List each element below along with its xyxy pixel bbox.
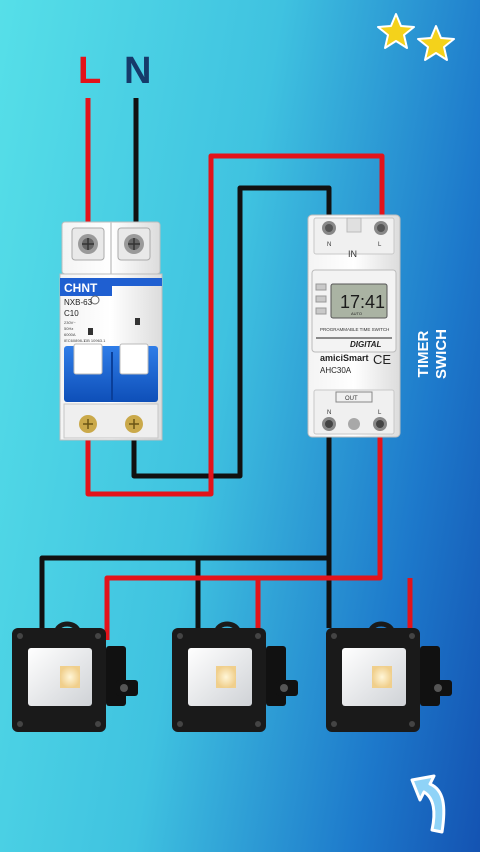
circuit-breaker: CHNT NXB-63 C10 230V~ 50Hz 6000A IEC6089… (59, 221, 163, 441)
rating-stars (377, 13, 455, 61)
timer-out-l: L (378, 410, 382, 416)
timer-terminal-n: N (327, 242, 331, 248)
live-label: L (78, 50, 102, 92)
breaker-brand: CHNT (64, 281, 98, 295)
live-wire-timer-out (104, 425, 383, 640)
star-icon (417, 25, 455, 61)
timer-out-n: N (327, 410, 331, 416)
neutral-wires (39, 98, 332, 628)
breaker-spec-1: 230V~ (64, 320, 76, 325)
timer-title-line1: TIMER (415, 330, 432, 378)
breaker-spec-4: IEC60898-1 (64, 338, 86, 343)
timer-model: AHC30A (320, 366, 352, 375)
star-icon (377, 13, 415, 49)
neutral-wire-breaker-to-timer (131, 185, 332, 479)
floodlight-2 (172, 621, 298, 732)
breaker-spec-2: 50Hz (64, 326, 73, 331)
timer-display-mode: AUTO (351, 311, 362, 316)
timer-brand: amiciSmart (320, 353, 369, 363)
back-arrow-icon[interactable] (410, 774, 446, 834)
timer-out-label: OUT (345, 396, 358, 402)
timer-display-time: 17:41 (340, 292, 385, 312)
timer-switch-title: TIMER SWICH (415, 309, 451, 399)
floodlight-1 (12, 621, 138, 732)
neutral-wire-timer-out (39, 425, 332, 628)
timer-terminal-l: L (378, 242, 382, 248)
timer-in-label: IN (348, 249, 357, 259)
breaker-model: NXB-63 (64, 298, 93, 307)
breaker-spec-5: GB 10963.1 (84, 338, 106, 343)
breaker-rating: C10 (64, 309, 79, 318)
timer-caption: PROGRAMMABLE TIME SWITCH (320, 327, 389, 332)
floodlight-3 (326, 621, 452, 732)
breaker-spec-3: 6000A (64, 332, 76, 337)
timer-title-line2: SWICH (433, 329, 450, 379)
timer-ce-mark: CE (373, 352, 391, 367)
timer-digital-label: DIGITAL (350, 340, 382, 349)
live-wire-breaker-to-timer (85, 153, 385, 497)
timer-switch: N L IN 17:41 AUTO PROGRAMMABLE TIME SWIT… (307, 214, 401, 438)
neutral-label: N (124, 50, 152, 92)
